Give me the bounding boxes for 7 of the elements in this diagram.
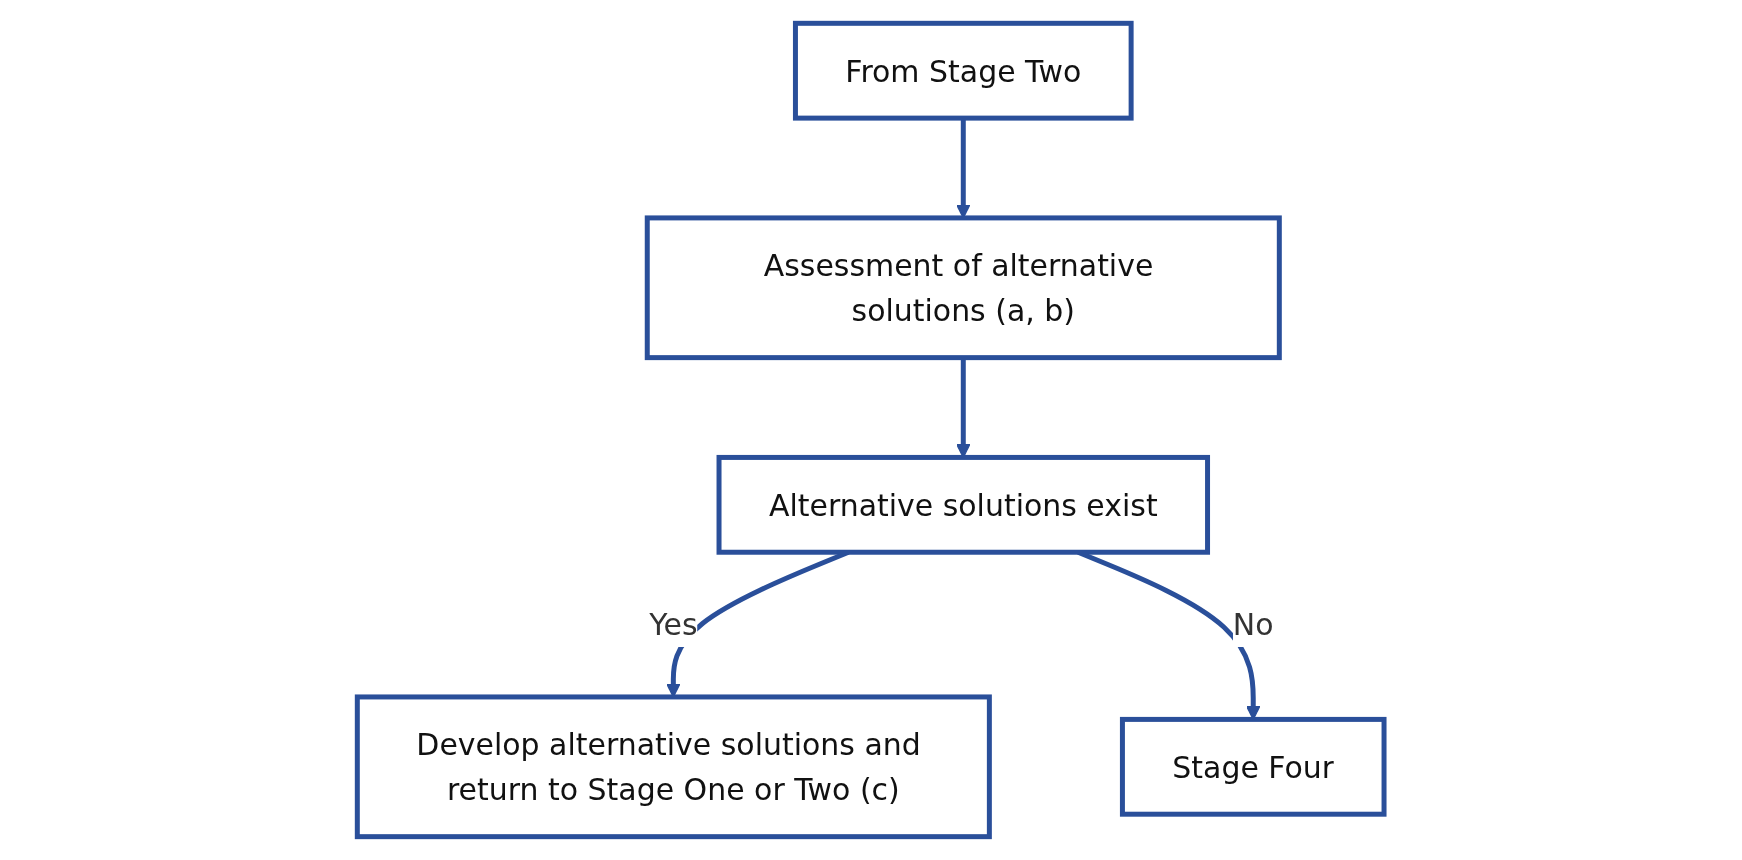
node-box: Stage Four (1120, 716, 1387, 817)
node-box: From Stage Two (793, 20, 1134, 121)
node-box: Develop alternative solutions and return to Stage One or Two (c) (355, 694, 993, 840)
edge-label: Yes (649, 607, 698, 643)
node-box: Alternative solutions exist (716, 454, 1211, 555)
edge-label: No (1233, 607, 1274, 643)
node-box: Assessment of alternative solutions (a, b) (645, 215, 1283, 361)
